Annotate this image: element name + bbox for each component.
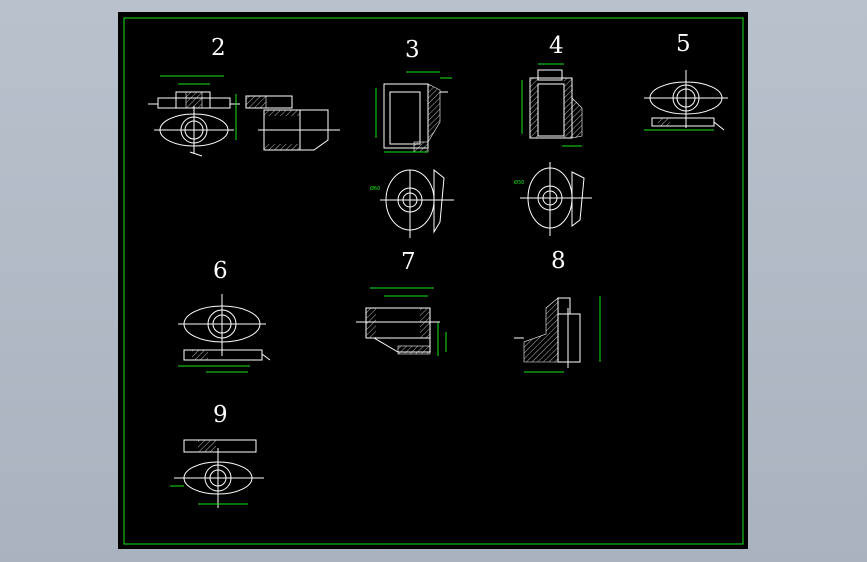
part-2-side-view [235,94,340,151]
part-5-view [644,70,728,131]
part-label-8: 8 [551,248,566,274]
part-3-top-view: Ø60 [370,168,454,238]
part-4-top-view: Ø30 [514,162,592,236]
part-8-section-view [514,296,601,373]
svg-text:Ø60: Ø60 [370,185,380,192]
part-4-section-view [521,63,583,147]
part-3-section-view [375,71,452,153]
part-label-2: 2 [211,35,226,61]
part-label-4: 4 [549,33,564,59]
part-7-section-view [356,287,447,356]
part-label-9: 9 [213,402,228,428]
part-label-5: 5 [676,31,691,57]
part-label-7: 7 [401,249,416,275]
sheet-border [123,17,744,545]
cad-sheet: 2 3 4 5 6 7 8 9 [123,17,744,545]
part-2-top-view [148,75,240,157]
part-label-3: 3 [405,37,420,63]
part-6-view [178,294,271,373]
part-9-view [170,439,264,508]
part-label-6: 6 [213,258,228,284]
cad-drawing-canvas[interactable]: 2 3 4 5 6 7 8 9 [118,12,748,549]
svg-text:Ø30: Ø30 [514,179,524,186]
